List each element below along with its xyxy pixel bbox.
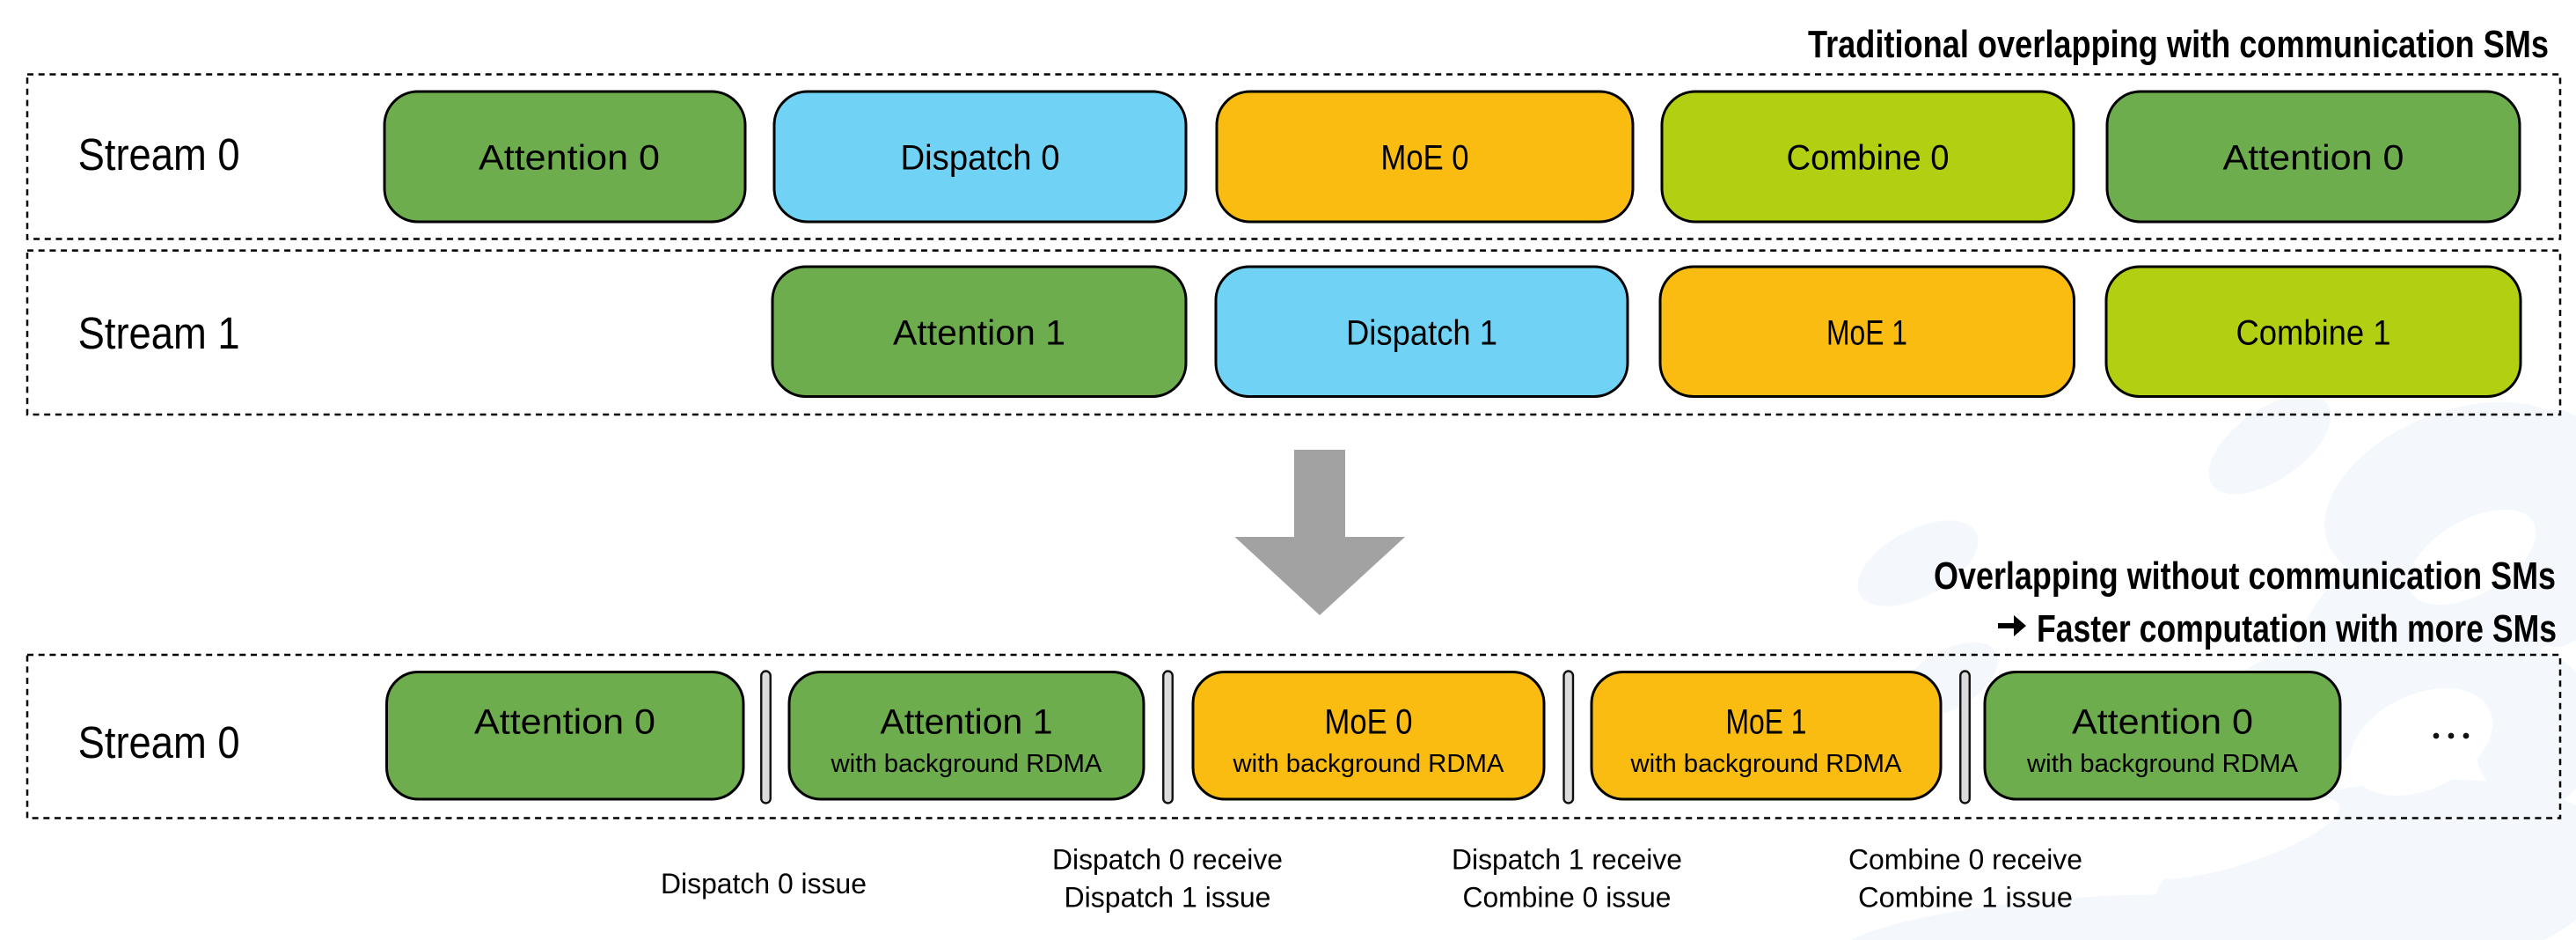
svg-text:MoE 0: MoE 0 [1325,703,1413,742]
svg-text:Combine 1: Combine 1 [2236,313,2391,352]
svg-text:Attention 1: Attention 1 [893,313,1065,352]
svg-text:Attention 0: Attention 0 [2072,703,2253,742]
svg-text:Traditional overlapping with c: Traditional overlapping with communicati… [1808,23,2549,66]
svg-text:Dispatch 0 issue: Dispatch 0 issue [661,868,867,900]
svg-text:Dispatch 1: Dispatch 1 [1346,313,1497,352]
svg-text:Combine 0 issue: Combine 0 issue [1463,882,1672,914]
svg-text:Stream 0: Stream 0 [78,717,240,767]
svg-text:Faster computation with more S: Faster computation with more SMs [2037,607,2557,650]
svg-text:Stream 0: Stream 0 [78,129,240,180]
svg-text:Stream 1: Stream 1 [78,308,240,358]
svg-text:Attention 1: Attention 1 [881,703,1053,742]
svg-text:with background RDMA: with background RDMA [830,750,1101,778]
svg-text:Attention 0: Attention 0 [479,139,660,178]
svg-text:MoE 1: MoE 1 [1826,313,1907,352]
svg-text:Overlapping without communicat: Overlapping without communication SMs [1934,554,2556,598]
svg-text:Attention 0: Attention 0 [474,703,655,742]
svg-text:MoE 1: MoE 1 [1726,703,1807,742]
svg-text:Dispatch 0: Dispatch 0 [901,139,1060,178]
svg-text:MoE 0: MoE 0 [1381,139,1469,178]
svg-text:with background RDMA: with background RDMA [2026,750,2298,778]
svg-text:Combine 1 issue: Combine 1 issue [1858,882,2073,914]
svg-text:Dispatch 1 issue: Dispatch 1 issue [1065,882,1271,914]
svg-text:Attention 0: Attention 0 [2223,139,2404,178]
svg-text:with background RDMA: with background RDMA [1232,750,1504,778]
svg-text:Dispatch 0 receive: Dispatch 0 receive [1052,844,1283,876]
svg-text:Dispatch 1 receive: Dispatch 1 receive [1452,844,1682,876]
svg-text:with background RDMA: with background RDMA [1629,750,1901,778]
svg-text:Combine 0: Combine 0 [1787,139,1950,178]
svg-text:Combine 0 receive: Combine 0 receive [1848,844,2082,876]
